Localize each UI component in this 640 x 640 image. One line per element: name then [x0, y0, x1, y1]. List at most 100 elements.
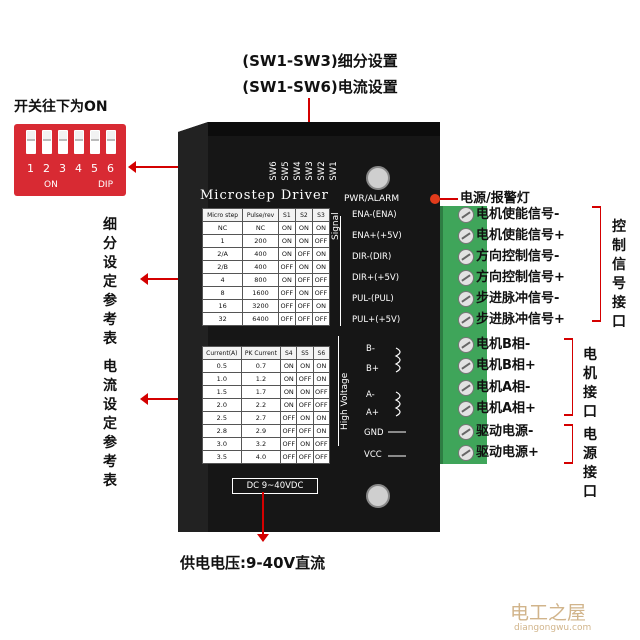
table-cell: OFF — [277, 260, 296, 274]
table-cell: OFF — [294, 273, 313, 287]
terminal-screw[interactable] — [458, 380, 474, 396]
pin-label: 方向控制信号+ — [476, 270, 565, 285]
subdivision-title: (SW1-SW3)细分设置 — [242, 52, 398, 70]
table-cell: OFF — [312, 437, 331, 451]
table-cell: 2.7 — [240, 411, 282, 425]
table-cell: 0.5 — [202, 359, 242, 373]
table-cell: 1 — [201, 234, 244, 248]
table-cell: OFF — [296, 372, 314, 386]
table-cell: ON — [296, 385, 314, 399]
terminal-screw[interactable] — [458, 249, 474, 265]
switch-label-sw4: SW4 — [292, 158, 304, 188]
table-cell: 2/B — [201, 260, 244, 274]
terminal-screw[interactable] — [458, 445, 474, 461]
terminal-screw[interactable] — [458, 270, 474, 286]
power-bracket-line — [572, 424, 573, 464]
table-cell: 32 — [201, 312, 244, 326]
table-cell: 0.7 — [240, 359, 282, 373]
dip-number: 1 — [27, 162, 34, 175]
dip-caption: 开关往下为ON — [14, 99, 108, 115]
terminal-screw[interactable] — [458, 291, 474, 307]
switch-label-sw6: SW6 — [268, 158, 280, 188]
table-cell: OFF — [280, 450, 298, 464]
dip-arrow-head — [128, 161, 136, 173]
dip-slot[interactable] — [58, 130, 68, 154]
motor-bracket-bottom — [564, 414, 573, 416]
dip-knob — [107, 131, 115, 141]
table-cell: OFF — [311, 286, 331, 300]
dip-slot[interactable] — [42, 130, 52, 154]
dip-slot[interactable] — [90, 130, 100, 154]
dip-knob — [43, 131, 51, 141]
table-cell: 400 — [242, 247, 279, 261]
dip-number: 6 — [107, 162, 114, 175]
dip-number: 3 — [59, 162, 66, 175]
table-cell: NC — [242, 221, 279, 235]
pwr-alarm-label: PWR/ALARM — [344, 194, 400, 204]
motor-bracket-top — [564, 338, 573, 340]
switch-label-text: SW6 — [269, 161, 279, 181]
switch-label-text: SW4 — [293, 161, 303, 181]
terminal-screw[interactable] — [458, 358, 474, 374]
table-header-cell: S4 — [280, 346, 298, 360]
dip-number: 5 — [91, 162, 98, 175]
terminal-screw[interactable] — [458, 337, 474, 353]
dip-slot[interactable] — [106, 130, 116, 154]
table-cell: OFF — [312, 398, 331, 412]
table-header-cell: S1 — [277, 208, 296, 222]
motor-pin-label: A+ — [366, 408, 379, 418]
table-cell: ON — [311, 221, 331, 235]
terminal-screw[interactable] — [458, 228, 474, 244]
dip-on-label: ON — [44, 180, 58, 190]
current-ref-label: 电流设定参考表 — [103, 359, 117, 489]
dip-slot[interactable] — [26, 130, 36, 154]
screw-bottom — [366, 484, 390, 508]
power-pin-label: VCC — [364, 450, 382, 460]
motor-group-label: 电机接口 — [583, 347, 597, 420]
table-cell: NC — [201, 221, 244, 235]
table-header-cell: S3 — [311, 208, 331, 222]
table-cell: ON — [294, 234, 313, 248]
terminal-screw[interactable] — [458, 207, 474, 223]
table-cell: OFF — [296, 398, 314, 412]
table-cell: 2.2 — [240, 398, 282, 412]
control-group-label: 控制信号接口 — [612, 219, 626, 330]
table-cell: ON — [312, 424, 331, 438]
micro-pointer-line — [146, 278, 206, 280]
table-cell: OFF — [277, 286, 296, 300]
table-cell: OFF — [296, 450, 314, 464]
table-cell: ON — [277, 234, 296, 248]
pin-label: 步进脉冲信号- — [476, 291, 560, 306]
control-bracket-line — [600, 206, 601, 322]
table-cell: ON — [311, 299, 331, 313]
current-arrow-head — [140, 393, 148, 405]
motor-pin-label: A- — [366, 390, 375, 400]
pin-label: 电机A相- — [476, 380, 531, 395]
pin-label: 电机使能信号+ — [476, 228, 565, 243]
terminal-screw[interactable] — [458, 424, 474, 440]
terminal-screw[interactable] — [458, 312, 474, 328]
watermark-cn: 电工之屋 — [510, 602, 587, 624]
terminal-screw[interactable] — [458, 401, 474, 417]
signal-pin-label: ENA+(+5V) — [352, 231, 402, 241]
hv-label: High Voltage — [340, 372, 350, 430]
signal-pin-label: ENA-(ENA) — [352, 210, 397, 220]
switch-label-sw5: SW5 — [280, 158, 292, 188]
table-header-cell: S6 — [312, 346, 331, 360]
dip-slot[interactable] — [74, 130, 84, 154]
table-cell: 400 — [242, 260, 279, 274]
voltage-box: DC 9~40VDC — [232, 478, 318, 494]
brand-label: Microstep Driver — [200, 188, 329, 203]
supply-voltage-label: 供电电压:9-40V直流 — [180, 554, 326, 572]
table-cell: 4.0 — [240, 450, 282, 464]
table-header-cell: S5 — [296, 346, 314, 360]
current-pointer-line — [146, 398, 206, 400]
table-cell: OFF — [280, 437, 298, 451]
